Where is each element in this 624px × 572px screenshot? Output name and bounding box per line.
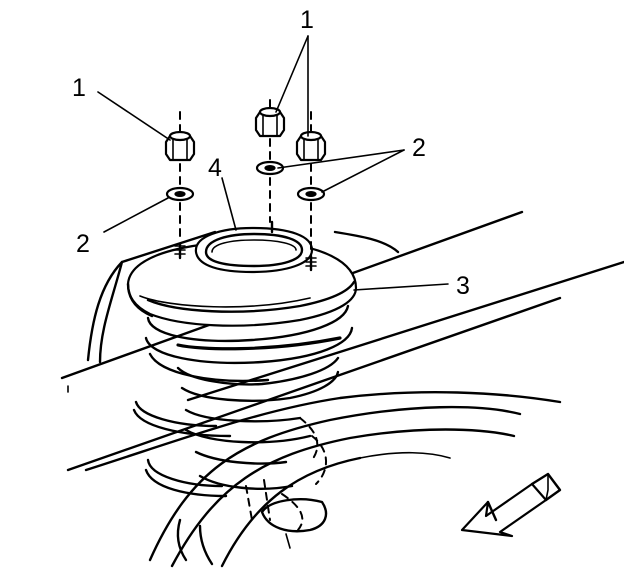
callout-spring-seat: 3: [456, 272, 470, 300]
fasteners: [164, 99, 327, 257]
seat-insulator: [194, 226, 314, 274]
washer-right: [296, 186, 326, 202]
coil-spring: [132, 304, 354, 566]
nut-middle: [254, 106, 286, 138]
lower-crossmember: [84, 391, 562, 568]
nut-right: [295, 130, 327, 162]
callout-insulator: 4: [208, 154, 222, 182]
front-direction-arrow-icon: [460, 472, 562, 538]
washer-left: [165, 186, 195, 202]
seat-studs: [174, 220, 317, 272]
callout-nuts-top: 1: [300, 6, 314, 34]
frame-outline: [86, 230, 400, 364]
callout-washers-right: 2: [412, 134, 426, 162]
leader-lines: [97, 35, 449, 291]
callout-nuts-left: 1: [72, 74, 86, 102]
callout-washer-left: 2: [76, 230, 90, 258]
nut-left: [164, 130, 196, 162]
callouts: 1 1 2 2 4 3: [72, 6, 470, 300]
